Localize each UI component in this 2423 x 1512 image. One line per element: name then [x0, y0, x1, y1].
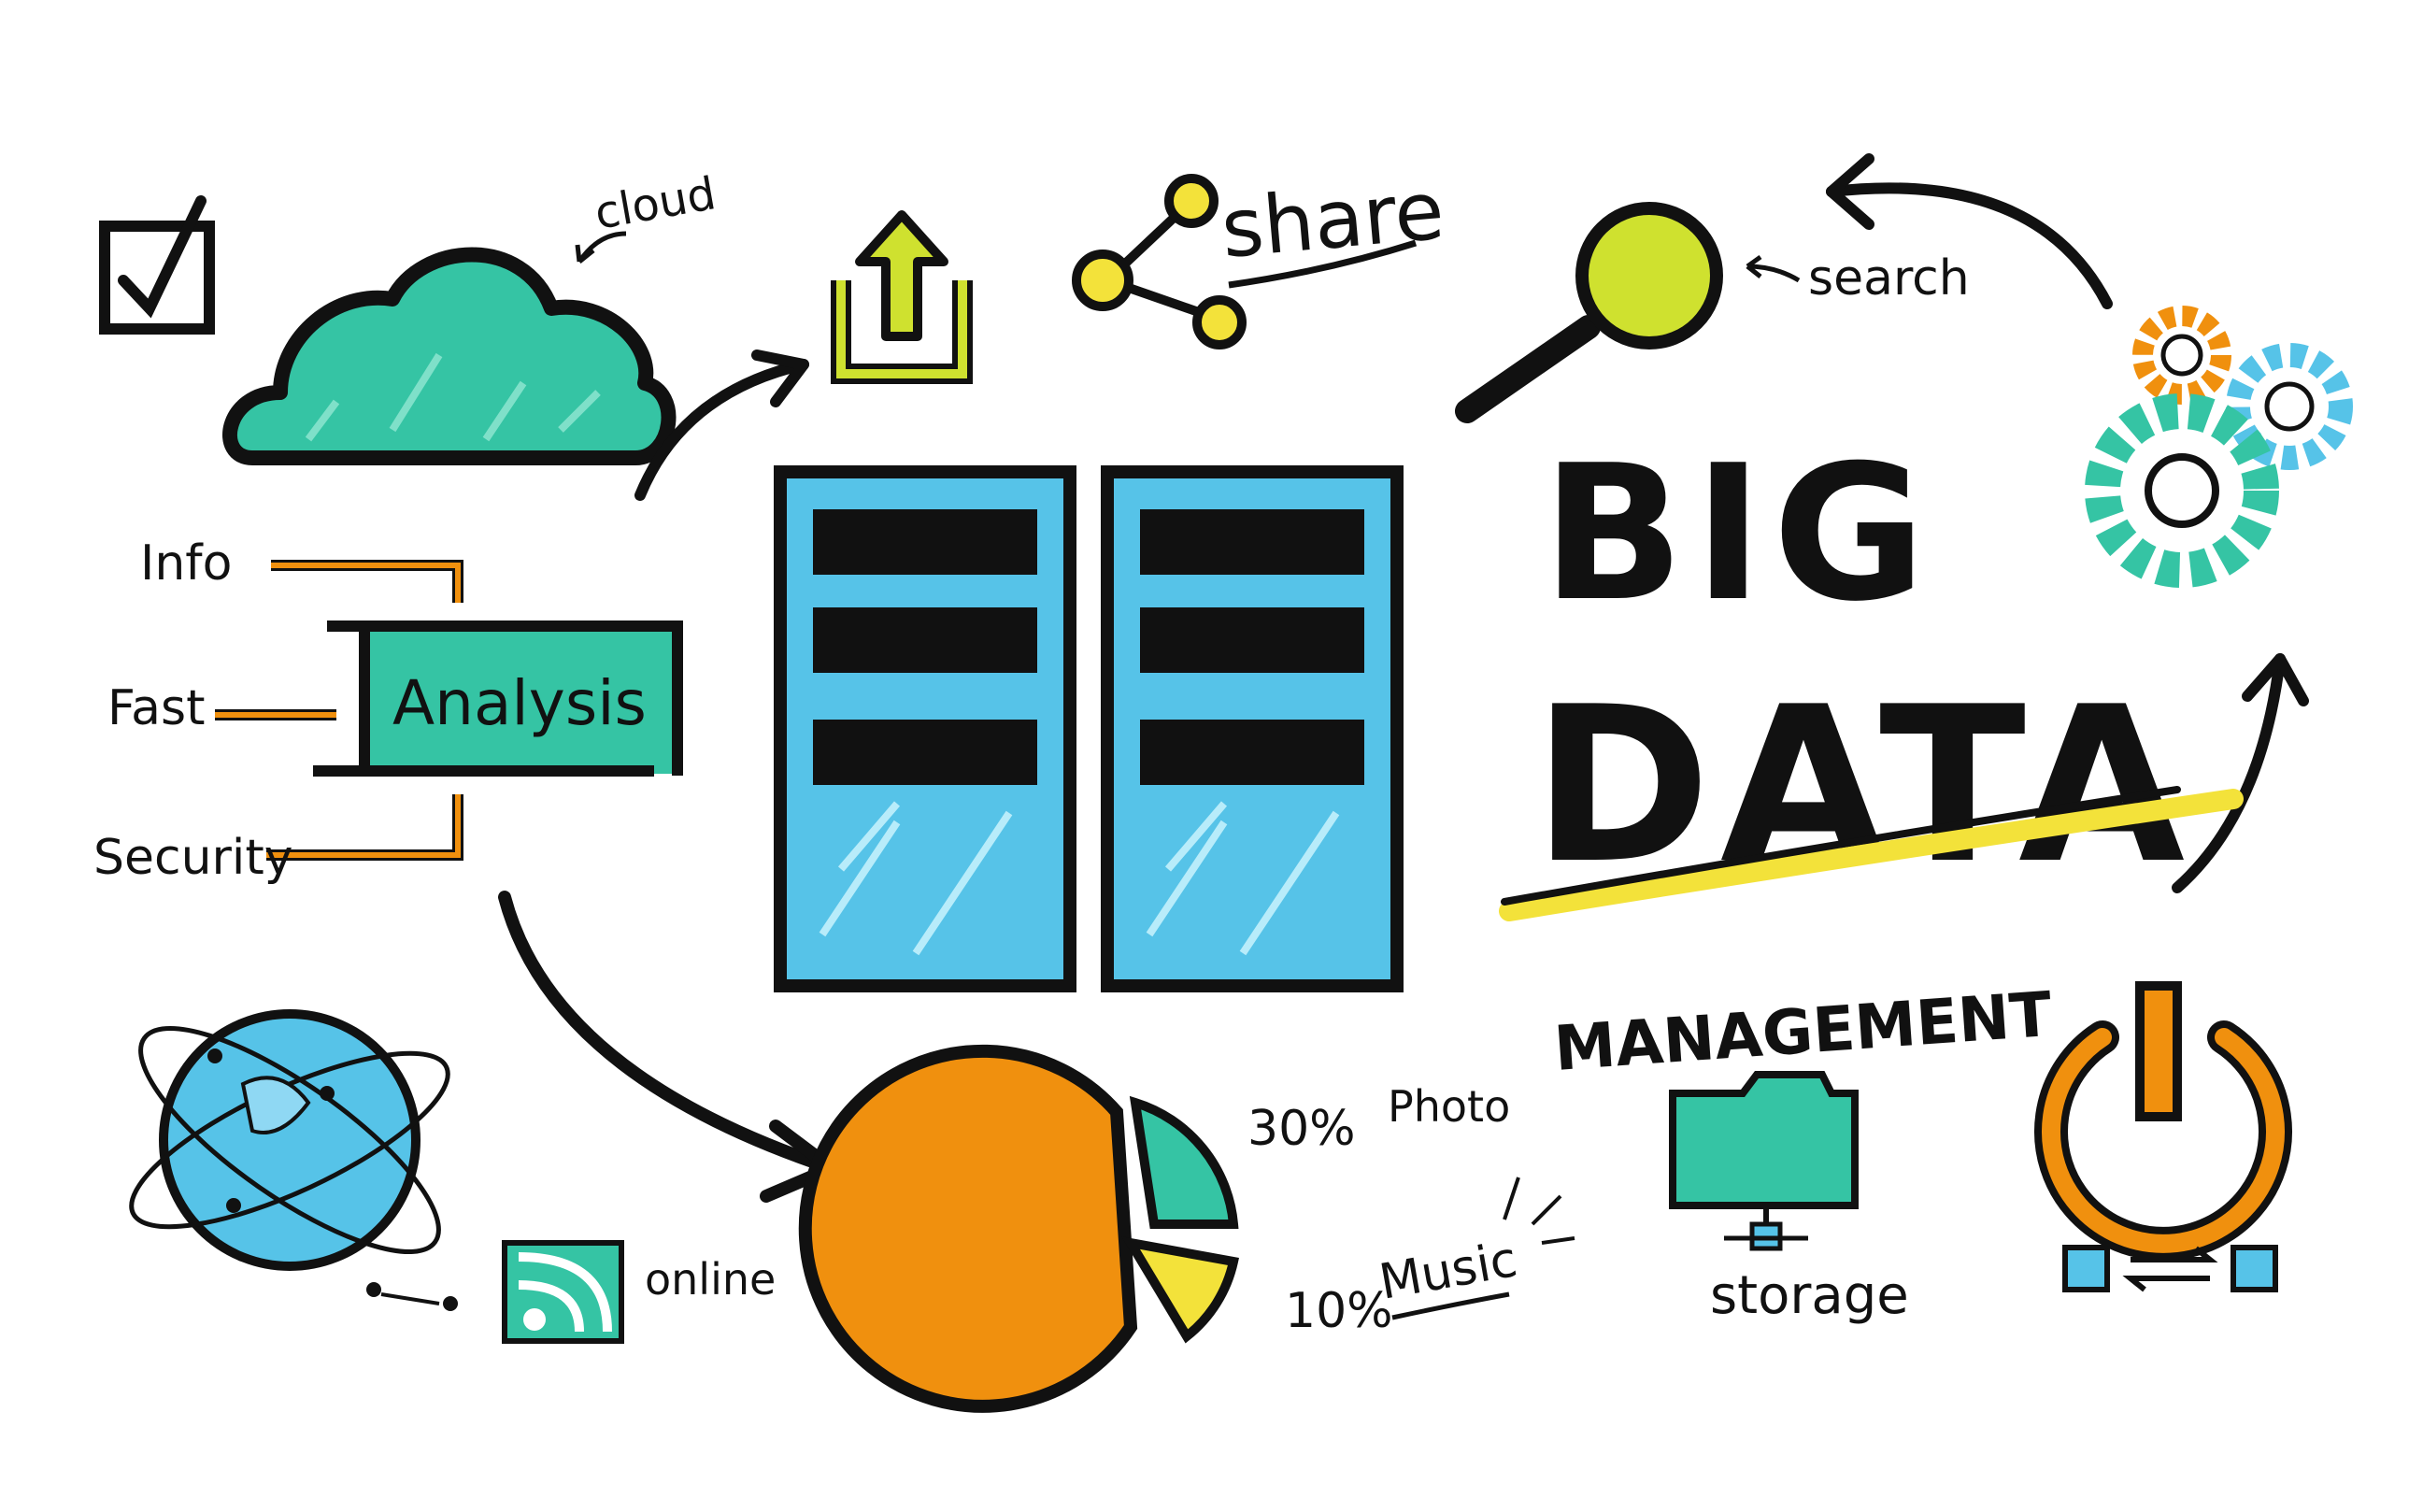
upload-icon — [831, 210, 973, 384]
search-label: search — [1746, 250, 1970, 307]
server-icon — [1101, 465, 1404, 992]
magnifier-icon — [1455, 202, 1723, 423]
title-big: BIG — [1542, 425, 1935, 643]
folder-network-icon — [1669, 1071, 1859, 1251]
globe-icon — [129, 1009, 450, 1271]
gears-icon — [2085, 306, 2353, 588]
cloud-label: cloud — [575, 167, 720, 264]
share-label: share — [1218, 164, 1447, 289]
security-text: Security — [93, 830, 293, 886]
storage-text: storage — [1710, 1265, 1909, 1326]
wifi-icon — [366, 1240, 624, 1344]
online-text: online — [645, 1254, 776, 1305]
arrow-up-to-gears — [2172, 653, 2309, 893]
info-text: Info — [140, 535, 232, 592]
transfer-icon — [2062, 1245, 2278, 1292]
management-text: MANAGEMENT — [1552, 978, 2054, 1085]
power-icon — [2034, 981, 2292, 1261]
share-icon — [1072, 174, 1247, 349]
info-connector — [271, 560, 463, 603]
photo-percent: 30% — [1247, 1101, 1356, 1157]
cloud-text: cloud — [591, 167, 720, 240]
music-percent: 10% — [1285, 1283, 1393, 1339]
server-icon — [774, 465, 1076, 992]
pie-chart-icon — [798, 1044, 1239, 1413]
fast-text: Fast — [107, 680, 205, 736]
analysis-text: Analysis — [392, 667, 647, 739]
title-data: DATA — [1532, 662, 2194, 911]
share-text: share — [1218, 164, 1447, 277]
search-text: search — [1808, 250, 1970, 307]
title-underline — [1499, 786, 2244, 921]
arrow-cloud-to-upload — [634, 349, 809, 501]
security-connector — [266, 794, 463, 861]
arrow-gears-to-search — [1826, 153, 2113, 309]
checkbox-icon — [99, 195, 215, 335]
music-text: Music — [1375, 1232, 1521, 1311]
photo-text: Photo — [1388, 1081, 1510, 1132]
cloud-icon — [222, 247, 677, 465]
analysis-box: Analysis — [313, 620, 683, 777]
music-decor — [1391, 1177, 1575, 1320]
